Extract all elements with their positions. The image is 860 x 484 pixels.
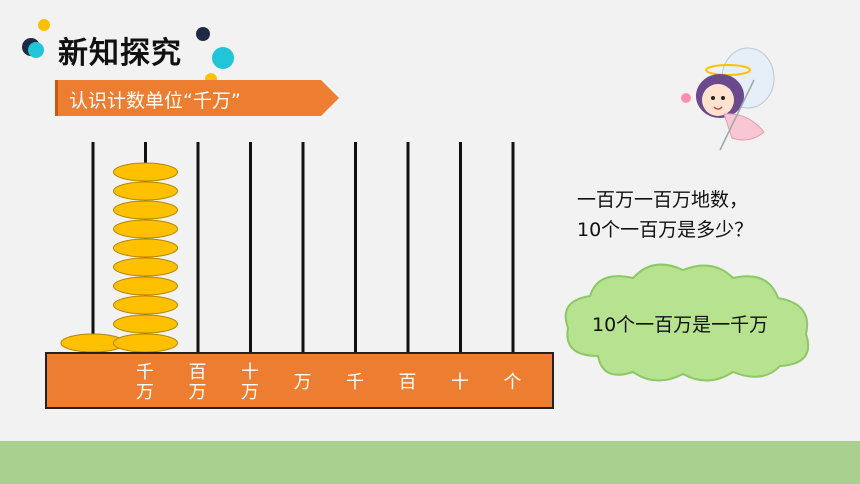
abacus-bead xyxy=(113,314,178,334)
abacus-base xyxy=(45,352,554,409)
place-label-line: 十 xyxy=(451,372,469,393)
abacus-beads xyxy=(60,162,178,353)
abacus-bead xyxy=(113,162,178,182)
place-label: 十 xyxy=(449,373,471,393)
footer-bar xyxy=(0,441,860,484)
section-banner: 认识计数单位“千万” xyxy=(55,80,339,116)
page-title: 新知探究 xyxy=(58,36,182,71)
place-label-line: 百 xyxy=(188,362,207,383)
place-label-line: 个 xyxy=(503,372,522,393)
decor-dot xyxy=(38,19,50,31)
place-label-line: 千 xyxy=(346,372,364,393)
abacus-bead xyxy=(113,219,178,239)
place-label-line: 百 xyxy=(398,372,417,393)
question-line-1: 一百万一百万地数， xyxy=(577,189,749,211)
place-label-line: 万 xyxy=(188,382,207,403)
place-label: 千万 xyxy=(134,363,156,403)
question-text: 一百万一百万地数， 10个一百万是多少？ xyxy=(577,185,753,245)
answer-cloud xyxy=(564,263,810,382)
decor-dot xyxy=(212,47,234,69)
place-label-line: 千 xyxy=(136,362,154,383)
place-label-line: 十 xyxy=(241,362,259,383)
place-label-line: 万 xyxy=(136,382,154,403)
answer-text: 10个一百万是一千万 xyxy=(592,314,769,336)
abacus-bead xyxy=(113,257,178,277)
decor-dot xyxy=(28,42,44,58)
banner-shape xyxy=(55,80,339,116)
abacus-bead xyxy=(113,333,178,353)
banner-label: 认识计数单位“千万” xyxy=(69,90,241,112)
place-label-line: 万 xyxy=(241,382,259,403)
place-label: 千 xyxy=(344,373,366,393)
abacus-bead xyxy=(113,276,178,296)
place-label: 百万 xyxy=(187,363,209,403)
question-line-2: 10个一百万是多少？ xyxy=(577,219,754,241)
fairy-illustration xyxy=(681,47,775,151)
abacus-bead xyxy=(113,200,178,220)
place-label: 万 xyxy=(292,373,314,393)
decor-dot xyxy=(196,27,210,41)
abacus-bead xyxy=(113,238,178,258)
abacus-bead xyxy=(113,295,178,315)
place-label: 百 xyxy=(397,373,419,393)
abacus-bead xyxy=(113,181,178,201)
place-label-line: 万 xyxy=(293,372,312,393)
place-label: 个 xyxy=(502,373,524,393)
place-label: 十万 xyxy=(239,363,261,403)
